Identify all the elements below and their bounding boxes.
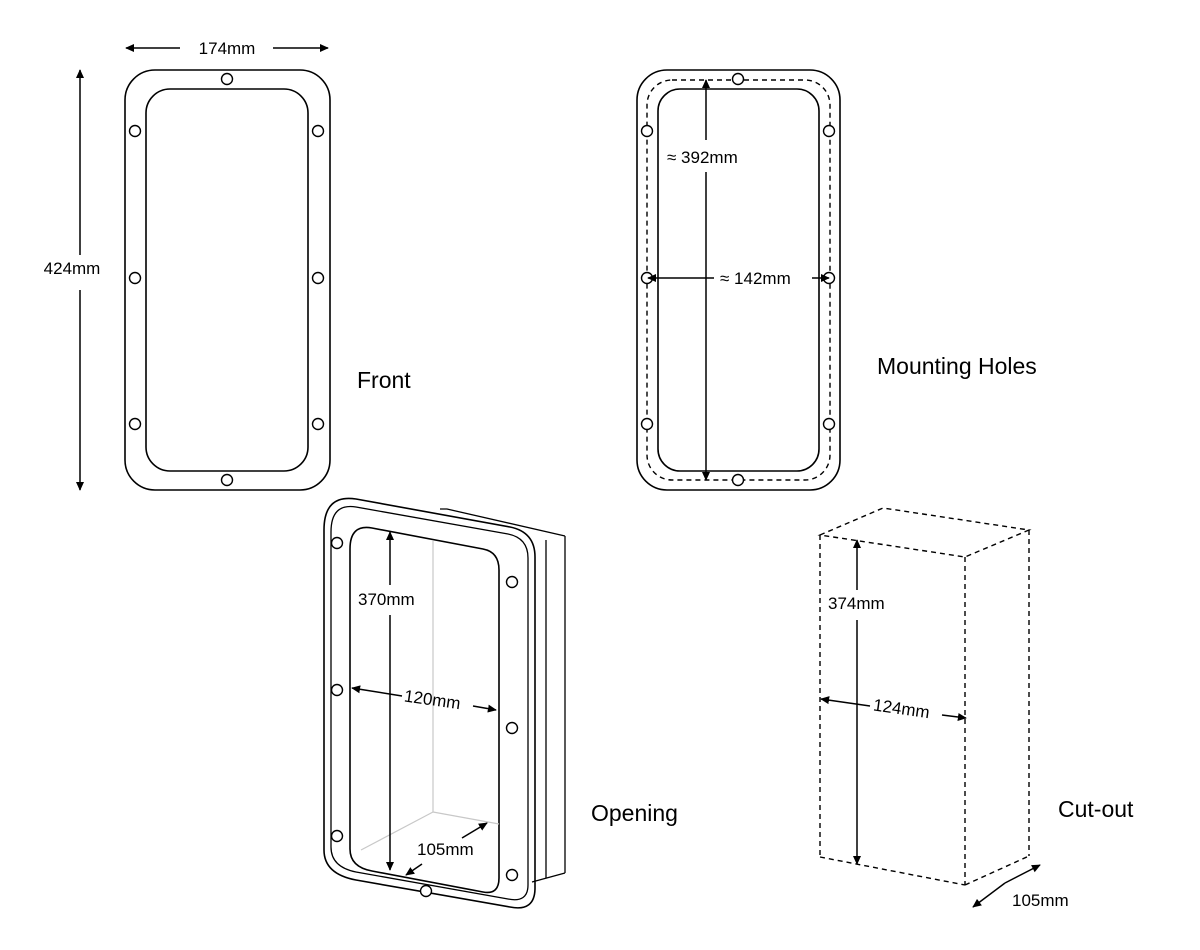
cutout-bottom-front-edge	[819, 856, 966, 886]
mounting-hole	[311, 271, 325, 285]
mounting-hole	[311, 124, 325, 138]
mounting-hole	[731, 72, 745, 86]
cutout-view: 374mm 124mm 105mm Cut-out	[817, 507, 1134, 910]
opening-width-label: 120mm	[403, 686, 462, 713]
mounting-hole	[128, 417, 142, 431]
opening-view-label: Opening	[591, 800, 678, 826]
opening-hidden-edge-bottom	[360, 811, 434, 851]
mh-vertical-label: ≈ 392mm	[667, 148, 738, 167]
cutout-height-label: 374mm	[828, 594, 885, 613]
cutout-depth-label: 105mm	[1012, 891, 1069, 910]
mounting-hole	[220, 72, 234, 86]
cutout-top-face	[817, 507, 1032, 558]
mounting-hole	[640, 124, 654, 138]
mh-view-label: Mounting Holes	[877, 353, 1037, 379]
cutout-width-arrow-right	[941, 712, 967, 722]
mounting-hole	[419, 884, 433, 898]
opening-inner-cavity	[349, 526, 500, 894]
opening-depth-arrow-in	[461, 822, 488, 839]
opening-width-arrow-right	[472, 704, 497, 713]
front-mounting-holes	[128, 72, 325, 487]
mh-outer-frame	[636, 69, 841, 491]
opening-view: 370mm 120mm 105mm Opening	[323, 497, 678, 909]
opening-depth-label: 105mm	[417, 840, 474, 859]
mh-inner-opening	[657, 88, 820, 472]
mounting-hole	[330, 536, 344, 550]
opening-outer-frame	[323, 497, 536, 909]
mh-horizontal-label: ≈ 142mm	[720, 269, 791, 288]
mounting-hole	[822, 417, 836, 431]
opening-box-bottom-edge	[531, 872, 566, 883]
front-outer-frame	[124, 69, 331, 491]
mounting-hole	[640, 417, 654, 431]
cutout-depth-arrow-out	[972, 882, 1006, 908]
mounting-hole	[505, 721, 519, 735]
mounting-hole	[731, 473, 745, 487]
mounting-hole	[128, 124, 142, 138]
opening-height-label: 370mm	[358, 590, 415, 609]
opening-mounting-holes	[330, 536, 519, 898]
opening-hidden-edge-depth	[432, 811, 500, 825]
cutout-width-arrow-left	[820, 696, 871, 707]
mounting-hole	[311, 417, 325, 431]
mounting-hole	[505, 575, 519, 589]
front-width-label: 174mm	[199, 39, 256, 58]
mounting-hole	[330, 683, 344, 697]
mounting-holes-view: ≈ 392mm ≈ 142mm Mounting Holes	[636, 69, 1037, 491]
mounting-hole	[822, 124, 836, 138]
cutout-view-label: Cut-out	[1058, 796, 1134, 822]
front-inner-opening	[145, 88, 309, 472]
opening-box-top-edge	[440, 508, 566, 537]
cutout-bottom-side-edge	[964, 855, 1030, 886]
opening-frame-inner-edge	[330, 505, 529, 901]
mounting-hole	[128, 271, 142, 285]
mounting-hole	[330, 829, 344, 843]
mounting-hole	[220, 473, 234, 487]
mounting-hole	[505, 868, 519, 882]
opening-width-arrow-left	[351, 685, 403, 697]
front-view-label: Front	[357, 367, 411, 393]
front-height-label: 424mm	[44, 259, 101, 278]
opening-depth-arrow-out	[405, 863, 423, 876]
front-view: 174mm 424mm Front	[44, 39, 411, 491]
cutout-depth-arrow-in	[1004, 864, 1041, 884]
cutout-width-label: 124mm	[872, 696, 931, 723]
